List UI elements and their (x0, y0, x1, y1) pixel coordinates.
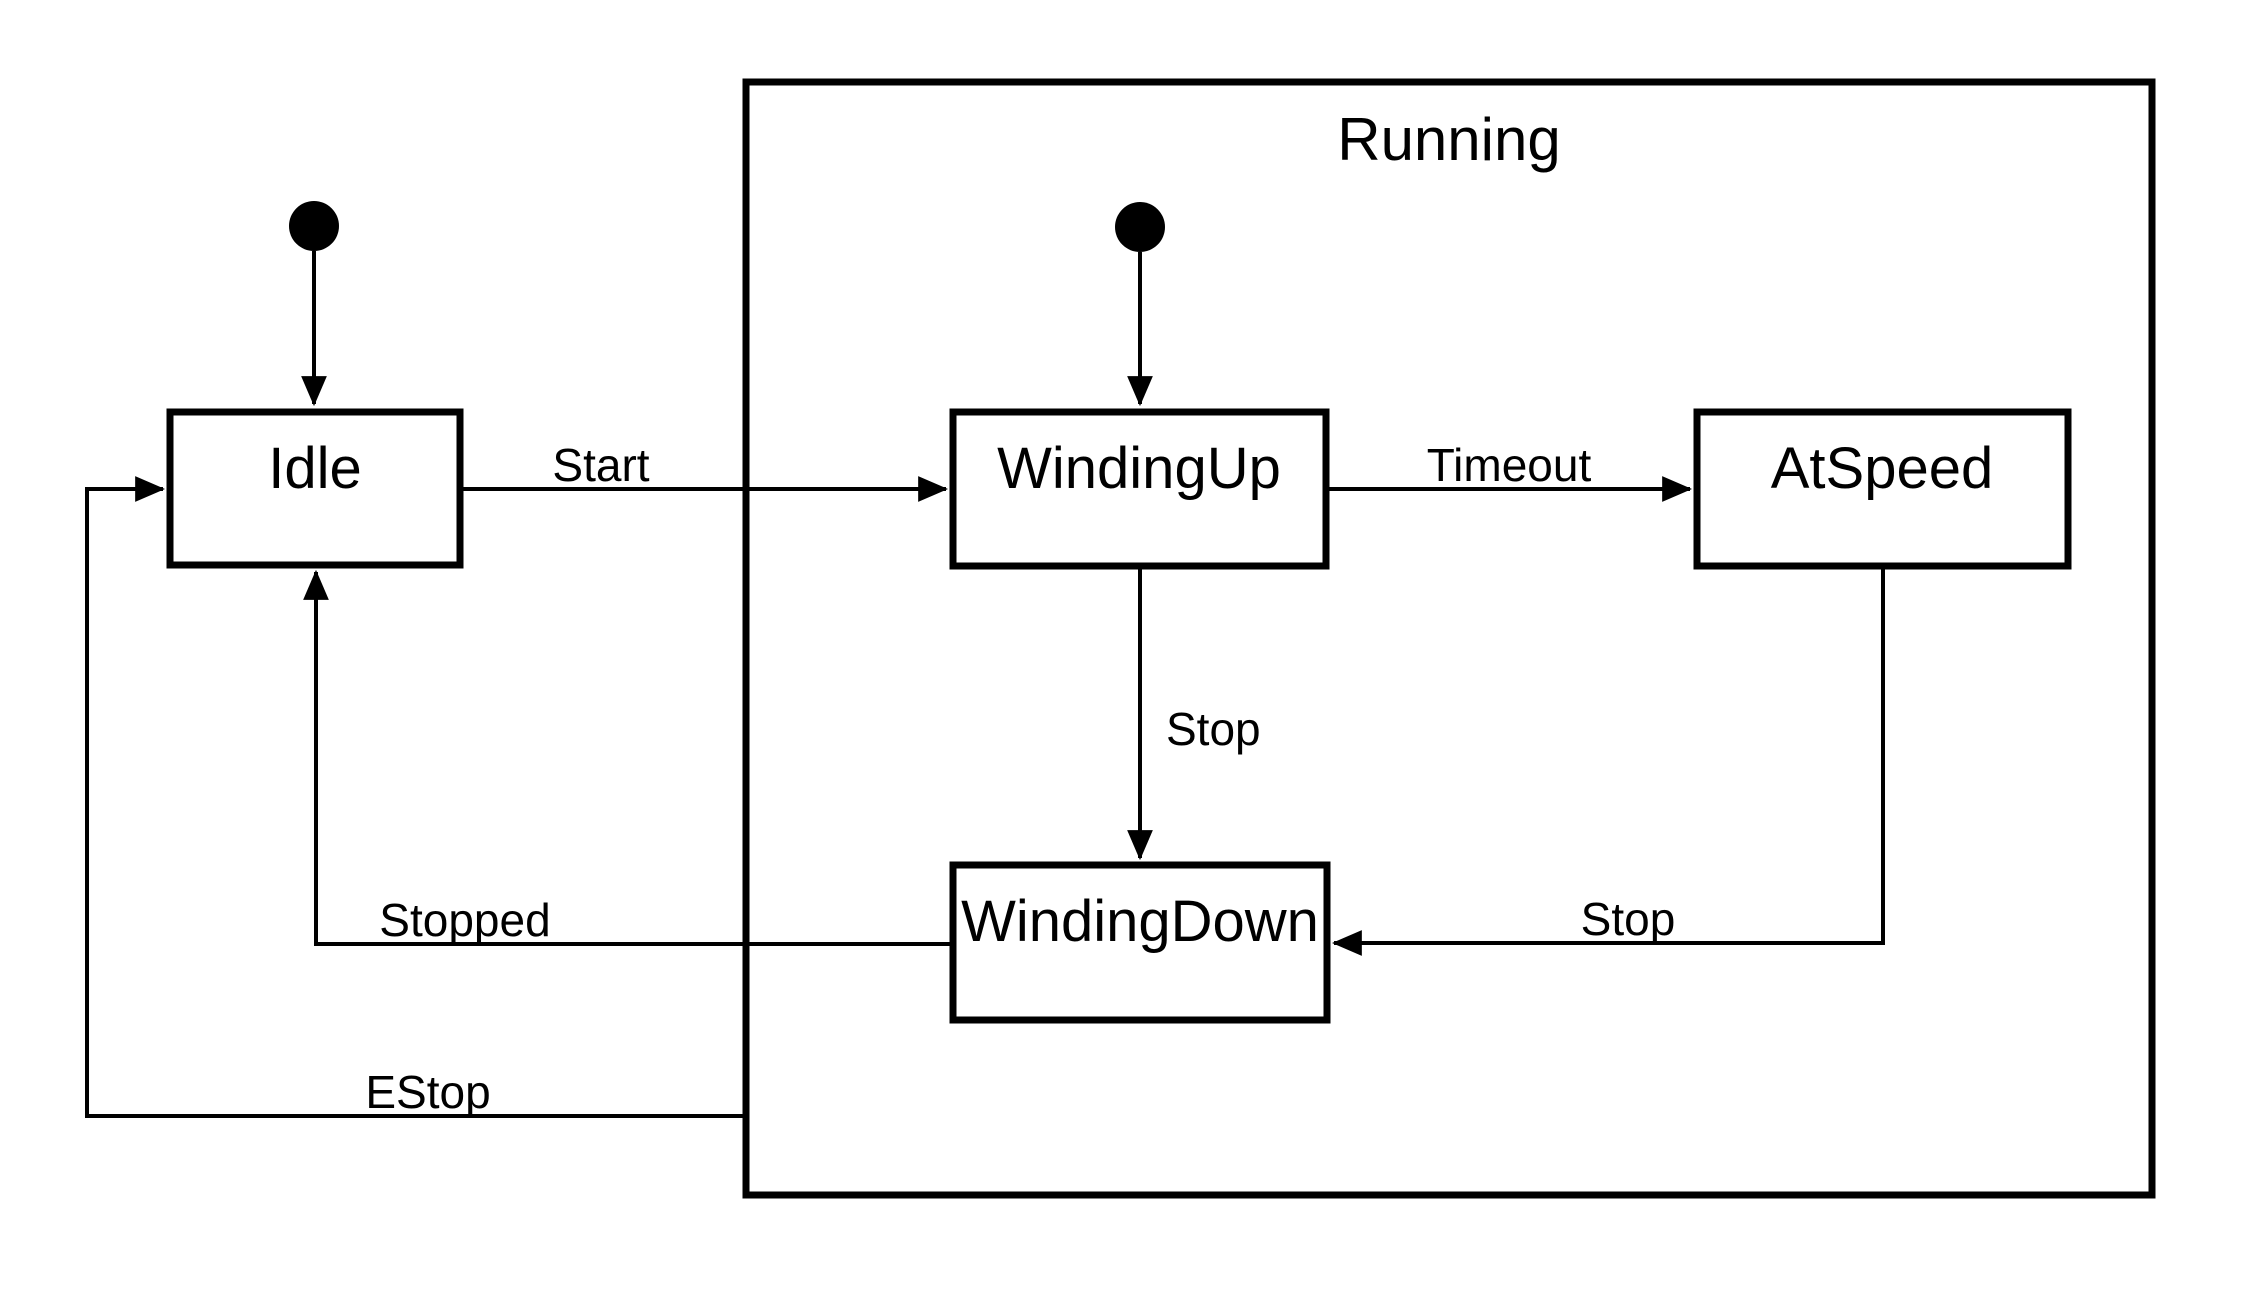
initial-state-dot-idle (289, 201, 339, 251)
state-idle (166, 408, 464, 569)
composite-state-running-label: Running (1337, 106, 1561, 173)
transition-stopped-label: Stopped (379, 894, 550, 946)
transition-estop-label: EStop (365, 1066, 490, 1118)
state-windingdown-label: WindingDown (961, 889, 1319, 954)
state-windingup (949, 408, 1330, 570)
state-idle-label: Idle (268, 436, 362, 501)
transition-stop-atspeed-label: Stop (1581, 893, 1676, 945)
transition-timeout-label: Timeout (1427, 439, 1592, 491)
composite-state-running (742, 78, 2156, 1199)
transition-estop-edge (85, 476, 749, 1118)
initial-state-dot-windingup (1115, 202, 1165, 252)
transition-stop-atspeed-edge (1331, 568, 1885, 956)
state-windingup-label: WindingUp (997, 436, 1281, 501)
transition-stop-windingup-label: Stop (1166, 703, 1261, 755)
state-windingdown (949, 861, 1331, 1024)
transition-stopped-edge (303, 569, 951, 946)
state-atspeed (1693, 408, 2072, 570)
transition-start-label: Start (552, 439, 649, 491)
state-atspeed-label: AtSpeed (1771, 436, 1994, 501)
